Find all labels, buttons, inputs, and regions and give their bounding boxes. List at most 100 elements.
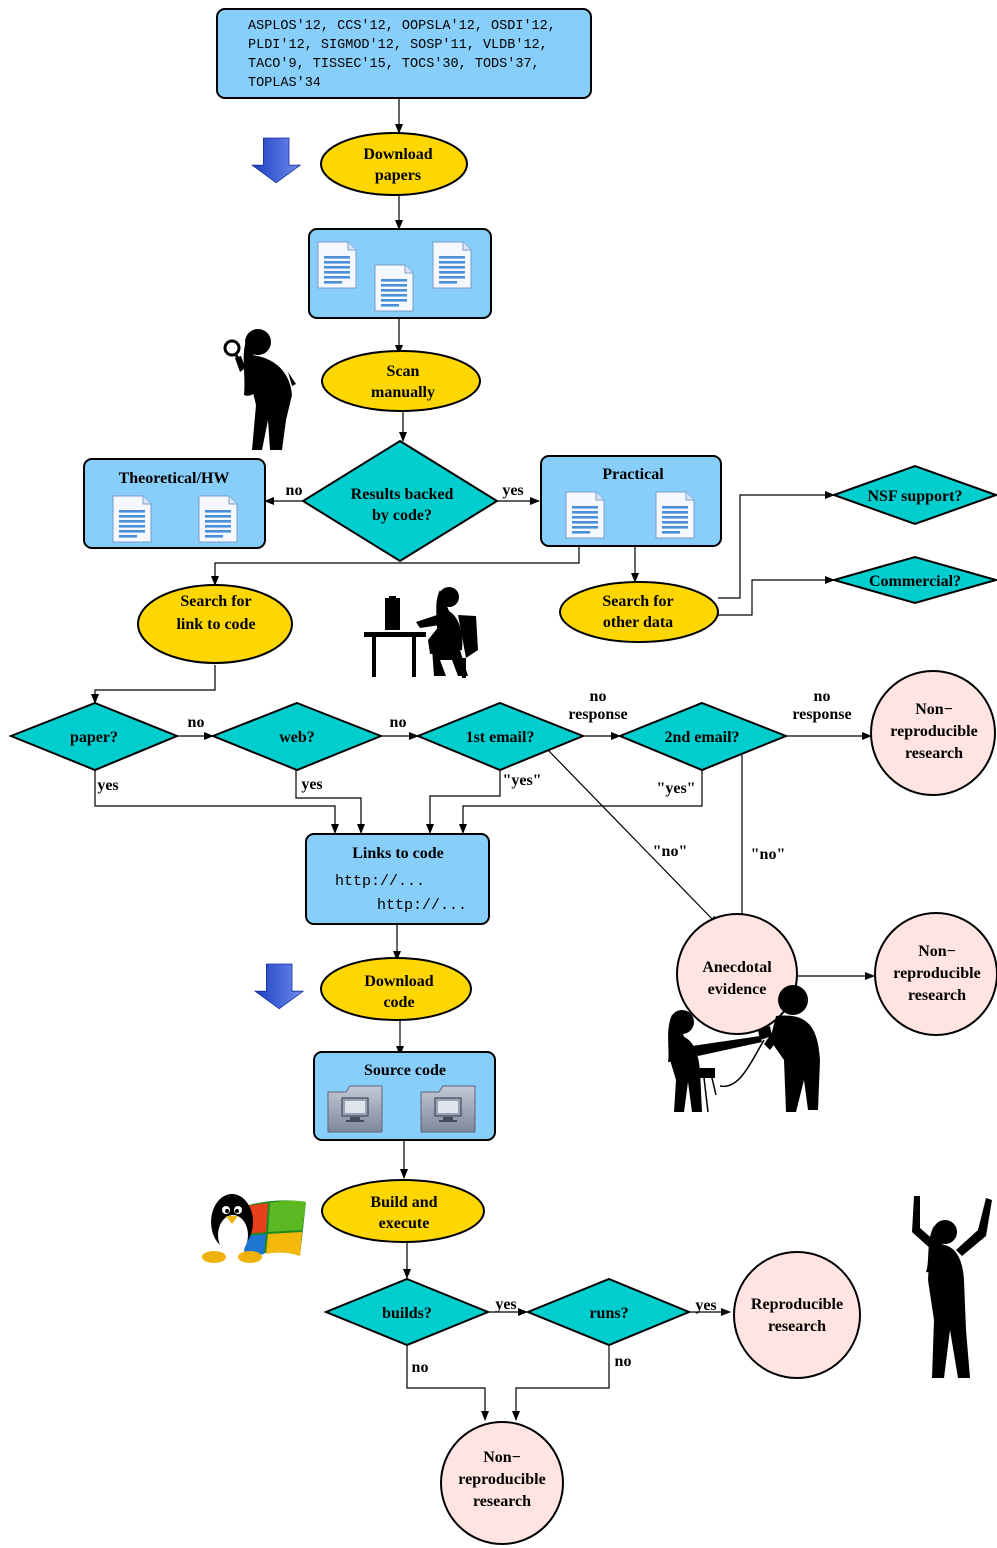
edge-label-email2-noresp-1: no	[814, 688, 831, 705]
document-icon	[432, 241, 472, 289]
woman-at-computer-silhouette	[364, 587, 478, 678]
connectors	[91, 98, 875, 1421]
reproducible-line-1: Reproducible	[751, 1296, 843, 1313]
document-icon	[565, 491, 605, 539]
download-papers-line-1: Download	[363, 146, 432, 163]
woman-with-magnifier-silhouette	[223, 329, 296, 450]
edge-label-web-yes: yes	[301, 776, 322, 793]
nonreproducible-3-line-1: Non−	[483, 1449, 521, 1466]
anecdotal-line-1: Anecdotal	[702, 959, 772, 976]
down-arrow-icon	[254, 963, 304, 1010]
search-link-line-2: link to code	[176, 616, 255, 633]
nonreproducible-1-line-3: research	[905, 745, 963, 762]
edge-label-email2-noresp-2: response	[792, 706, 851, 723]
document-icon	[655, 491, 695, 539]
source-code-label: Source code	[364, 1062, 446, 1079]
reproducible-node: Reproducible research	[733, 1251, 861, 1379]
commercial-decision: Commercial?	[830, 555, 997, 605]
builds-label: builds?	[382, 1305, 432, 1322]
practical-box: Practical	[540, 455, 722, 547]
venues-box: ASPLOS'12, CCS'12, OOPSLA'12, OSDI'12, P…	[216, 8, 592, 99]
document-icon	[112, 495, 152, 543]
nonreproducible-1-line-1: Non−	[915, 701, 953, 718]
builds-decision: builds?	[323, 1277, 491, 1347]
anecdotal-line-2: evidence	[708, 981, 767, 998]
computer-folder-icon	[327, 1085, 383, 1133]
build-execute-node: Build and execute	[321, 1179, 485, 1243]
download-code-node: Download code	[254, 957, 472, 1021]
anecdotal-evidence-node: Anecdotal evidence	[676, 913, 798, 1035]
paper-label: paper?	[70, 729, 118, 746]
runs-decision: runs?	[525, 1277, 692, 1347]
nonreproducible-node-2: Non− reproducible research	[874, 912, 997, 1036]
venues-line-1: ASPLOS'12, CCS'12, OOPSLA'12, OSDI'12,	[248, 19, 556, 34]
edge-label-email2-no: "no"	[751, 846, 786, 863]
edge-label-email1-noresp-1: no	[590, 688, 607, 705]
nsf-support-label: NSF support?	[868, 488, 963, 505]
download-papers-node: Download papers	[251, 132, 468, 196]
nsf-support-decision: NSF support?	[831, 464, 997, 526]
scan-manually-line-2: manually	[371, 384, 435, 401]
search-other-node: Search for other data	[559, 581, 719, 643]
results-backed-decision: Results backed by code?	[301, 439, 499, 563]
document-icon	[374, 264, 414, 312]
nonreproducible-2-line-1: Non−	[918, 943, 956, 960]
search-link-node: Search for link to code	[137, 584, 293, 664]
download-papers-line-2: papers	[375, 167, 421, 184]
edge-label-web-no: no	[390, 714, 407, 731]
web-label: web?	[279, 729, 315, 746]
nonreproducible-3-line-2: reproducible	[458, 1471, 545, 1488]
computer-folder-icon	[420, 1085, 476, 1133]
code-url-2: http://...	[377, 897, 467, 914]
document-icon	[198, 495, 238, 543]
edge-label-email1-no: "no"	[653, 843, 688, 860]
venues-line-3: TACO'9, TISSEC'15, TOCS'30, TODS'37,	[248, 57, 540, 72]
results-backed-line-2: by code?	[372, 507, 432, 524]
edge-label-email1-yes: "yes"	[502, 772, 541, 789]
first-email-decision: 1st email?	[415, 701, 586, 772]
nonreproducible-2-line-2: reproducible	[893, 965, 980, 982]
theoretical-label: Theoretical/HW	[119, 470, 230, 487]
links-to-code-label: Links to code	[352, 845, 444, 862]
scan-manually-node: Scan manually	[321, 350, 481, 412]
papers-box	[308, 228, 492, 319]
edge-label-builds-no: no	[412, 1359, 429, 1376]
interview-silhouette	[668, 985, 820, 1113]
edge-label-paper-yes: yes	[97, 777, 118, 794]
results-backed-line-1: Results backed	[351, 486, 454, 503]
edge-label-builds-yes: yes	[495, 1296, 516, 1313]
venues-line-2: PLDI'12, SIGMOD'12, SOSP'11, VLDB'12,	[248, 38, 548, 53]
down-arrow-icon	[251, 137, 301, 184]
search-link-line-1: Search for	[180, 593, 251, 610]
edge-label-email2-yes: "yes"	[656, 780, 695, 797]
nonreproducible-1-line-2: reproducible	[890, 723, 977, 740]
edge-label-runs-yes: yes	[695, 1297, 716, 1314]
links-to-code-box: Links to code http://... http://...	[305, 833, 490, 925]
scan-manually-line-1: Scan	[387, 363, 420, 380]
document-icon	[317, 241, 357, 289]
edge-label-runs-no: no	[615, 1353, 632, 1370]
nonreproducible-3-line-3: research	[473, 1493, 531, 1510]
runs-label: runs?	[589, 1305, 628, 1322]
paper-decision: paper?	[8, 701, 180, 772]
edge-labels: no yes no no no response no response yes…	[97, 482, 851, 1376]
theoretical-box: Theoretical/HW	[83, 458, 266, 549]
source-code-box: Source code	[313, 1051, 496, 1141]
nonreproducible-node-1: Non− reproducible research	[870, 670, 996, 796]
build-execute-line-2: execute	[379, 1215, 430, 1232]
edge-label-paper-no: no	[188, 714, 205, 731]
second-email-decision: 2nd email?	[617, 701, 789, 772]
venues-line-4: TOPLAS'34	[248, 76, 321, 91]
download-code-line-2: code	[383, 994, 414, 1011]
second-email-label: 2nd email?	[664, 729, 739, 746]
reproducible-line-2: research	[768, 1318, 826, 1335]
search-other-line-1: Search for	[602, 593, 673, 610]
search-other-line-2: other data	[603, 614, 673, 631]
nonreproducible-2-line-3: research	[908, 987, 966, 1004]
web-decision: web?	[210, 701, 384, 772]
edge-label-no-theoretical: no	[286, 482, 303, 499]
edge-label-email1-noresp-2: response	[568, 706, 627, 723]
nonreproducible-node-3: Non− reproducible research	[440, 1421, 564, 1545]
commercial-label: Commercial?	[869, 573, 961, 590]
download-code-line-1: Download	[364, 973, 433, 990]
